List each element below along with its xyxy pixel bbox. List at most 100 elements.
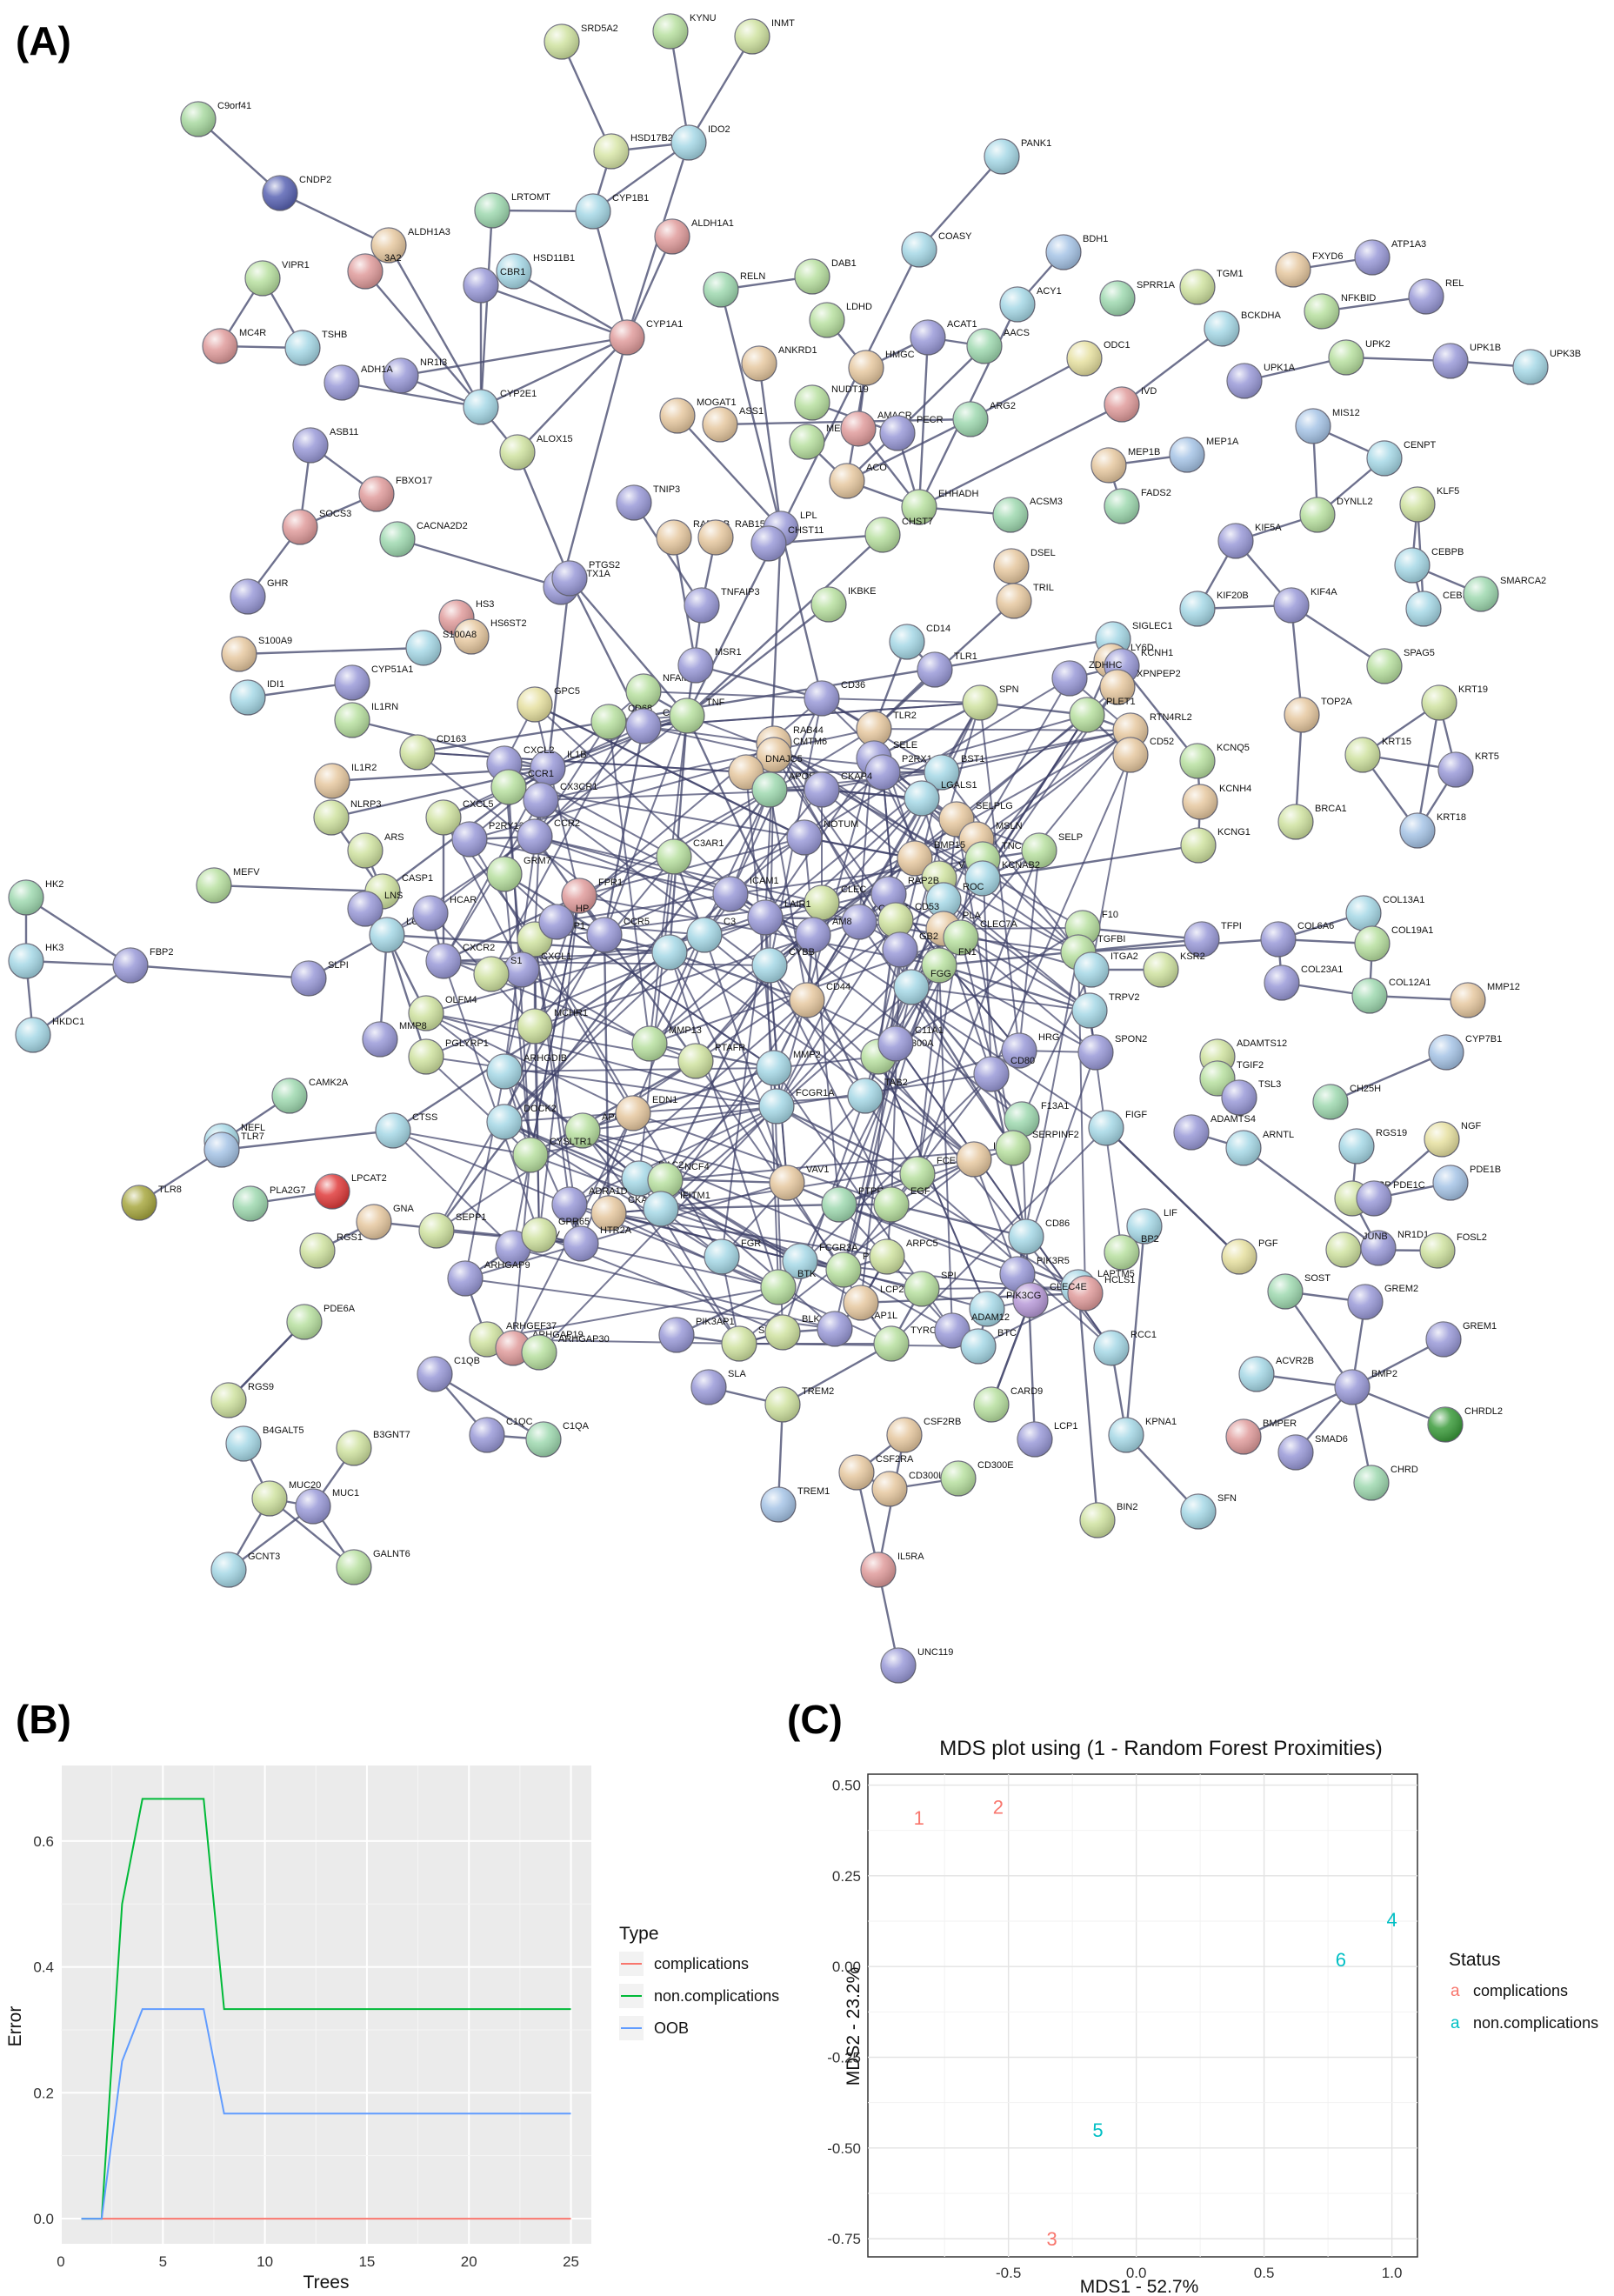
- network-node-shine: [1180, 744, 1215, 778]
- plot-border: [867, 1773, 1418, 2258]
- network-edge: [436, 789, 770, 1231]
- network-node: TSHB: [284, 330, 347, 366]
- network-node: LIF: [1126, 1208, 1177, 1245]
- network-node: CTSS: [375, 1112, 437, 1149]
- network-node-label: BIN2: [1117, 1502, 1137, 1512]
- network-node-label: MUC20: [289, 1480, 321, 1491]
- network-node: LNS: [347, 891, 403, 927]
- network-node-label: CYP2E1: [500, 389, 537, 399]
- network-node-label: MSLN: [996, 821, 1023, 831]
- network-edge: [436, 934, 605, 1231]
- network-node: CX3CR1: [523, 782, 597, 818]
- network-node-label: BST1: [961, 754, 985, 764]
- network-node-shine: [1357, 1181, 1391, 1216]
- network-node-label: LIF: [1164, 1208, 1177, 1218]
- network-node-label: RGS9: [248, 1382, 274, 1392]
- network-node: KPNA1: [1108, 1417, 1177, 1453]
- network-node-shine: [400, 735, 435, 770]
- network-node: CMTM6: [756, 737, 827, 773]
- network-node-shine: [1409, 279, 1444, 314]
- point-label-5: 5: [1092, 2119, 1103, 2141]
- network-node-shine: [357, 1205, 391, 1239]
- network-edge: [977, 1292, 1086, 1347]
- network-node-label: HK2: [45, 879, 63, 890]
- network-node-shine: [591, 704, 626, 739]
- network-node-label: PLET1: [1106, 697, 1136, 707]
- network-node-label: CTSS: [412, 1112, 437, 1123]
- network-node-shine: [296, 1489, 330, 1524]
- network-node-shine: [632, 1026, 667, 1061]
- network-node-shine: [804, 772, 839, 807]
- network-node-label: CXCL2: [524, 745, 554, 756]
- network-node-label: P2RY13: [489, 821, 524, 831]
- network-node-label: C1QA: [563, 1421, 590, 1432]
- network-node-shine: [878, 1026, 913, 1061]
- network-node-label: LDHD: [846, 302, 872, 312]
- network-node-label: OLFM4: [445, 995, 477, 1005]
- network-node-label: TREM1: [797, 1486, 830, 1497]
- network-node-label: ARG2: [990, 401, 1016, 411]
- network-edge: [556, 893, 731, 923]
- network-node-shine: [616, 1096, 650, 1131]
- network-node-shine: [1113, 738, 1148, 772]
- network-node: ARHGAP30: [521, 1334, 610, 1371]
- network-node: CHRD: [1353, 1465, 1418, 1501]
- network-node-label: FGR: [741, 1238, 761, 1249]
- network-node: COASY: [901, 231, 972, 268]
- network-node-label: FBP2: [150, 947, 174, 958]
- network-node-shine: [1354, 1465, 1389, 1500]
- network-node-label: CYP1A1: [646, 319, 683, 330]
- network-node-shine: [926, 883, 961, 918]
- network-node: XPNPEP2: [1099, 669, 1181, 705]
- network-node-label: COL13A1: [1383, 895, 1424, 905]
- network-node-shine: [348, 833, 383, 868]
- network-node: GHR: [230, 578, 289, 615]
- network-node-label: CMTM6: [793, 737, 827, 747]
- y-tick-label: 0.0: [33, 2211, 54, 2227]
- network-node-shine: [1422, 685, 1457, 720]
- chart-title: MDS plot using (1 - Random Forest Proxim…: [939, 1737, 1382, 1760]
- network-node: MMP13: [631, 1025, 702, 1062]
- network-node-label: FIGF: [1125, 1110, 1147, 1120]
- network-node-label: DYNLL2: [1337, 497, 1373, 507]
- network-node-shine: [765, 1315, 800, 1350]
- network-node-shine: [1222, 1080, 1257, 1115]
- network-node-shine: [1013, 1283, 1048, 1318]
- network-node-shine: [841, 411, 876, 446]
- network-node: EDN1: [615, 1095, 677, 1131]
- network-node-label: XPNPEP2: [1137, 669, 1181, 679]
- network-node-shine: [587, 918, 622, 952]
- network-node: CXCL1: [504, 951, 571, 988]
- network-edge: [425, 1012, 640, 1179]
- network-node-shine: [1100, 281, 1135, 316]
- x-tick-label: 0.5: [1254, 2265, 1275, 2281]
- network-node: ITGA2: [1073, 951, 1138, 988]
- network-node-label: CD80: [1010, 1056, 1035, 1066]
- network-edge: [516, 451, 571, 579]
- network-node-shine: [1355, 926, 1390, 961]
- network-node-shine: [204, 1132, 239, 1167]
- network-edge: [556, 921, 705, 936]
- network-node: P2RX1: [864, 754, 932, 791]
- network-node-shine: [703, 407, 737, 442]
- network-node-label: REL: [1445, 278, 1464, 289]
- network-edge: [990, 1299, 1032, 1405]
- network-node-label: CHST11: [788, 525, 824, 536]
- network-node-label: AM8: [832, 917, 852, 927]
- network-node-label: IVD: [1141, 386, 1157, 397]
- network-node-label: KIF20B: [1217, 591, 1249, 601]
- network-node-shine: [965, 861, 1000, 896]
- network-node-shine: [865, 755, 900, 790]
- network-node-shine: [1078, 1035, 1113, 1070]
- network-node: CHRDL2: [1427, 1406, 1503, 1443]
- network-node: CCL2: [625, 708, 687, 744]
- network-node-shine: [1278, 1435, 1313, 1470]
- network-edge: [608, 1212, 801, 1262]
- network-node-label: KPNA1: [1145, 1417, 1177, 1427]
- network-edge: [669, 30, 690, 144]
- network-node-label: C1QB: [454, 1356, 480, 1366]
- y-tick-label: 0.50: [832, 1778, 861, 1794]
- network-node: DYNLL2: [1299, 497, 1373, 533]
- network-edge: [1290, 604, 1304, 716]
